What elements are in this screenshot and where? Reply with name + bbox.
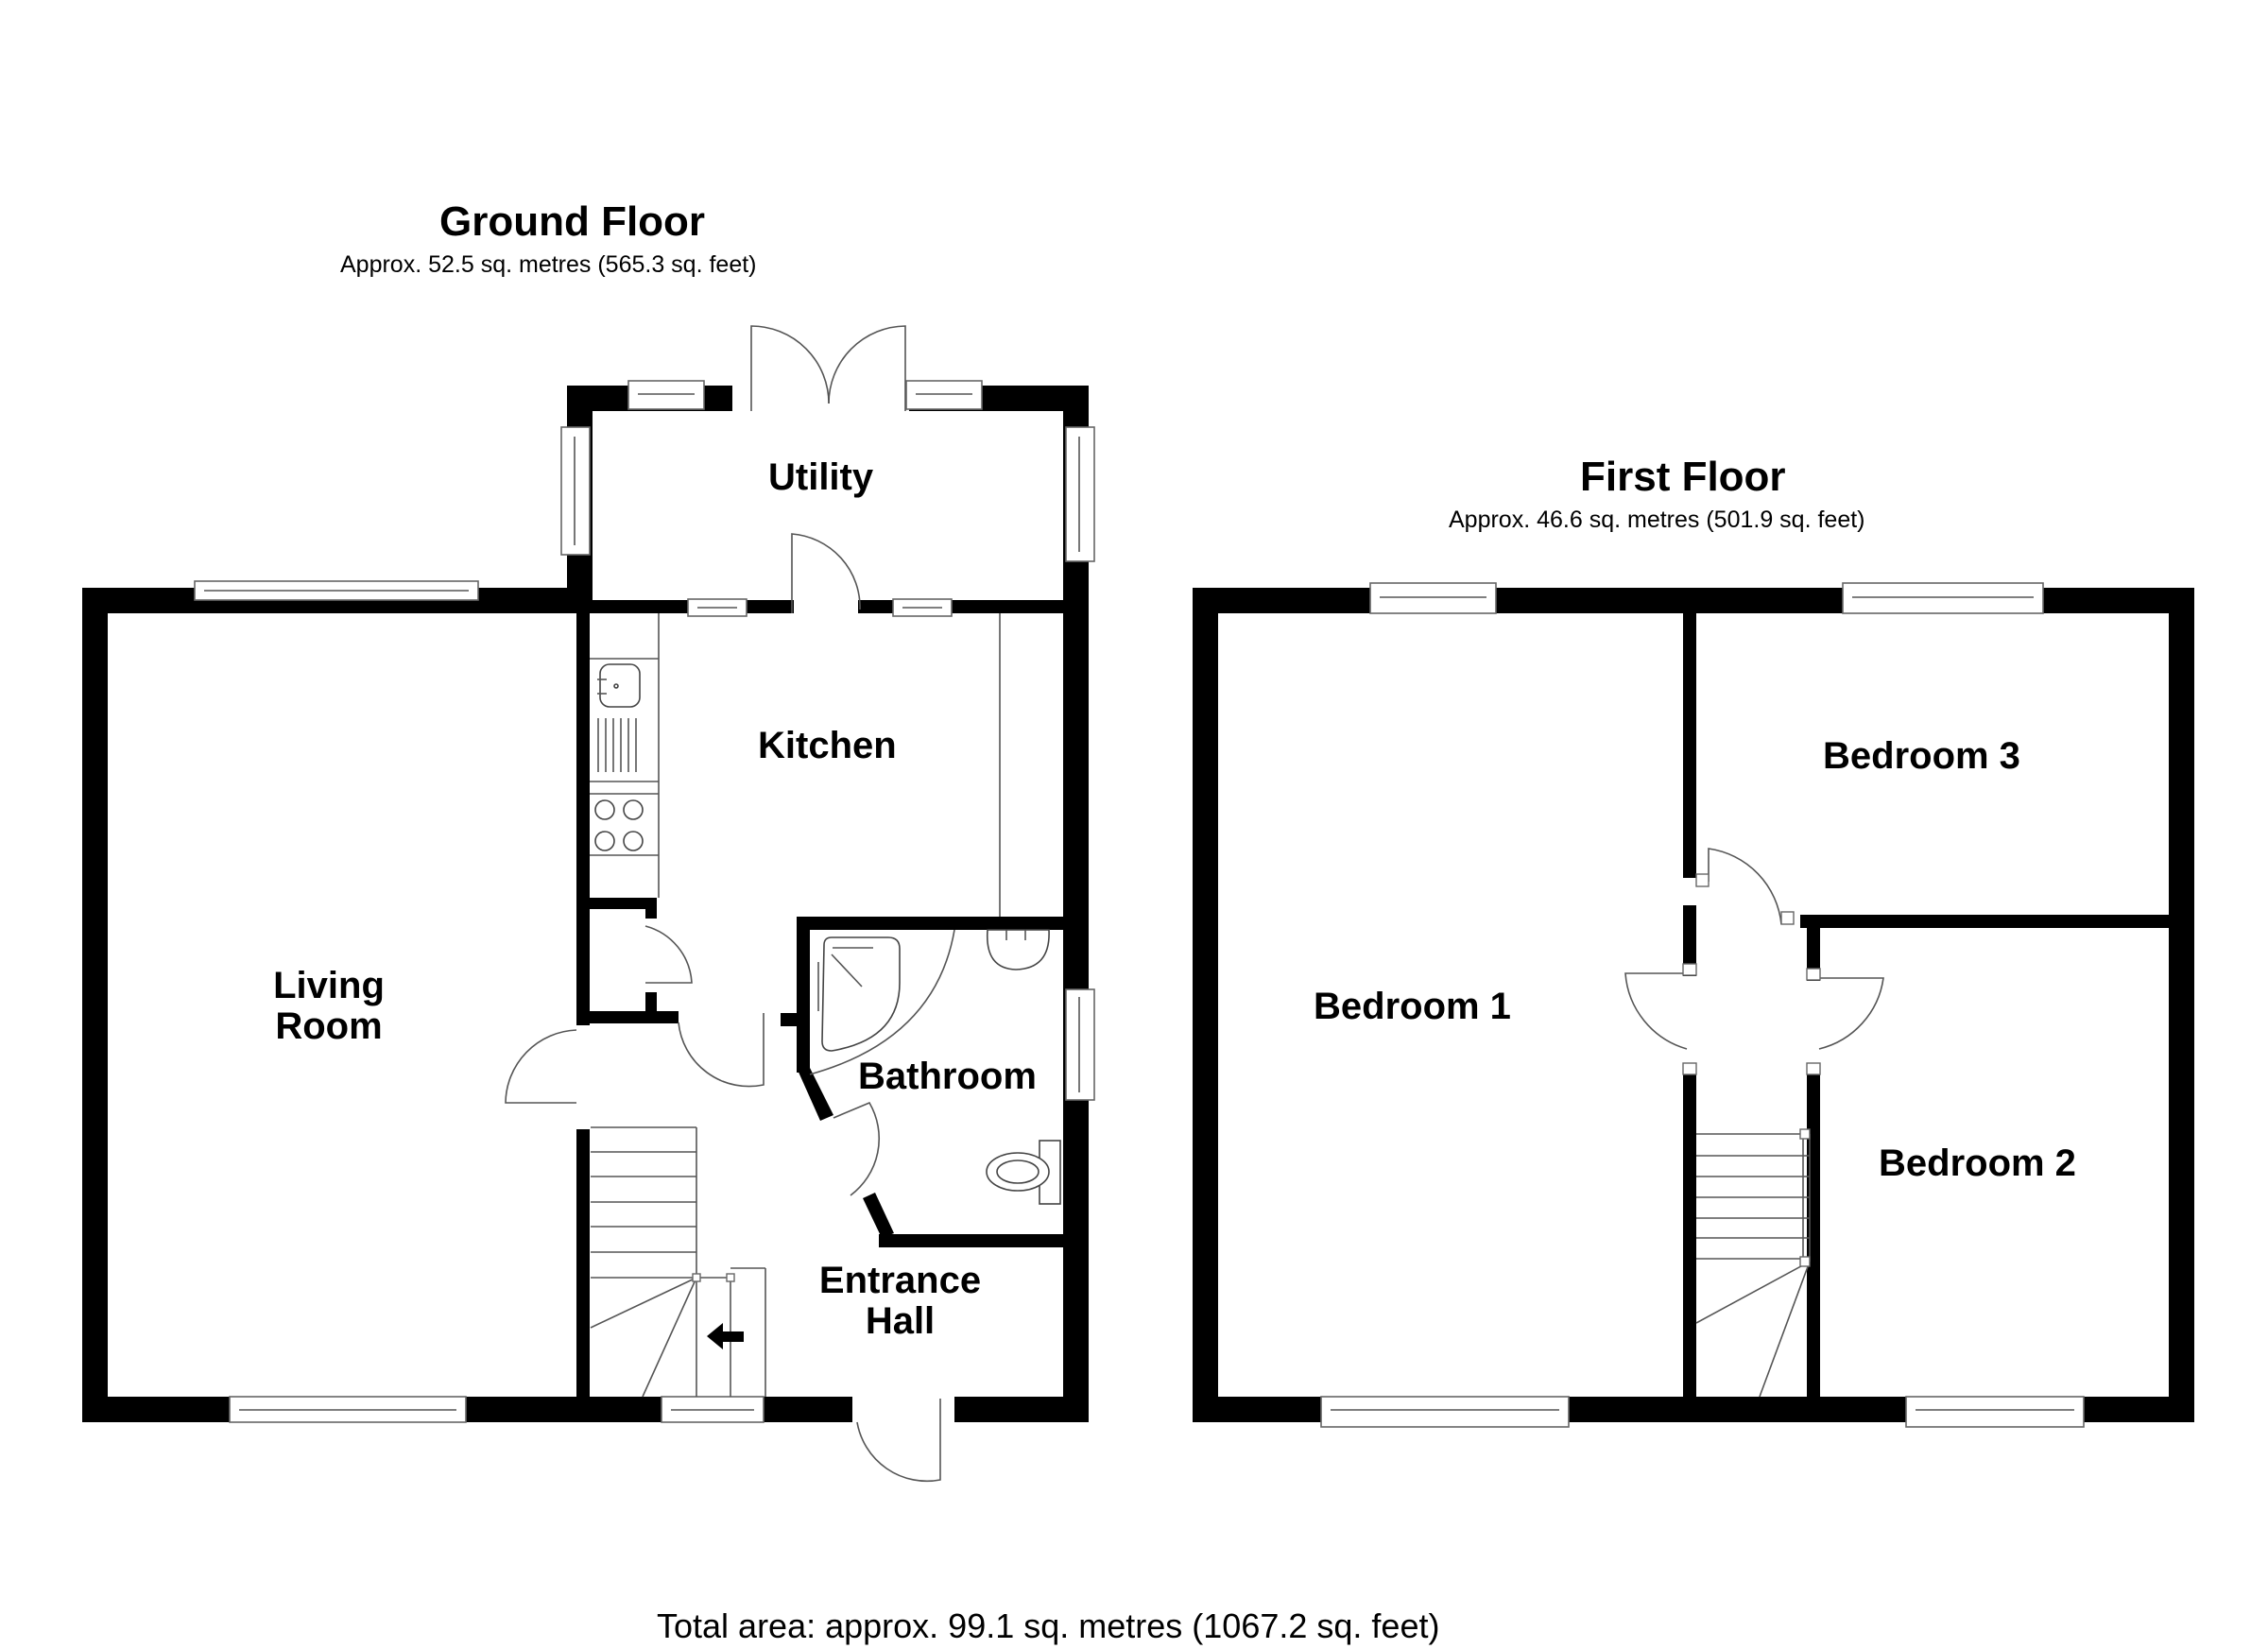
room-label-hall-line1: Entrance bbox=[818, 1260, 982, 1301]
room-label-kitchen: Kitchen bbox=[758, 725, 897, 766]
room-label-entrance-hall: Entrance Hall bbox=[813, 1261, 988, 1342]
room-label-living-line1: Living bbox=[273, 965, 385, 1006]
ground-floor-stairs bbox=[590, 1126, 766, 1398]
room-label-utility: Utility bbox=[768, 456, 874, 498]
room-label-bedroom-3: Bedroom 3 bbox=[1823, 735, 2020, 777]
ground-floor-title: Ground Floor bbox=[439, 198, 706, 245]
sink-drainer bbox=[597, 718, 637, 772]
room-label-living-line2: Room bbox=[275, 1005, 383, 1047]
room-label-hall-line2: Hall bbox=[865, 1300, 936, 1342]
first-floor-area: Approx. 46.6 sq. metres (501.9 sq. feet) bbox=[1449, 507, 1865, 533]
first-floor-stairs bbox=[1695, 1128, 1811, 1398]
arrow-left-icon bbox=[707, 1323, 744, 1349]
room-label-living: Living Room bbox=[267, 966, 390, 1047]
room-label-bedroom-1: Bedroom 1 bbox=[1314, 986, 1511, 1027]
ground-floor-plan bbox=[82, 325, 1095, 1483]
room-label-bathroom: Bathroom bbox=[858, 1056, 1037, 1097]
first-floor-plan bbox=[1193, 582, 2194, 1428]
room-label-bedroom-2: Bedroom 2 bbox=[1879, 1142, 2076, 1184]
ground-floor-area: Approx. 52.5 sq. metres (565.3 sq. feet) bbox=[340, 251, 757, 278]
first-floor-title: First Floor bbox=[1580, 454, 1786, 500]
total-area: Total area: approx. 99.1 sq. metres (106… bbox=[657, 1606, 1440, 1645]
